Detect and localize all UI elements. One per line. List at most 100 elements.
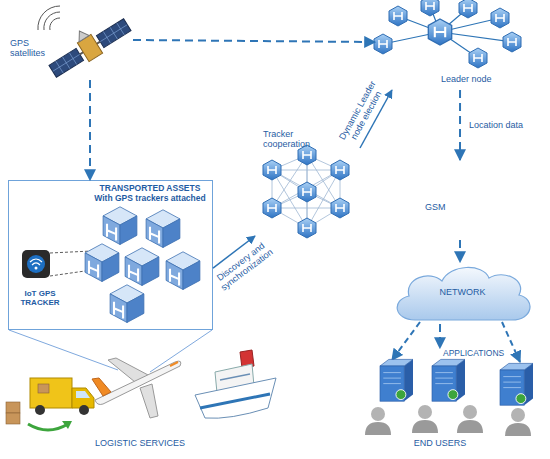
truck-art [72,388,94,408]
end-users [365,407,391,435]
asset-group-box: TRANSPORTED ASSETS With GPS trackers att… [8,180,213,330]
leader-trackers [459,0,477,18]
edge-label: Dynamic Leader node election [335,76,389,151]
gps-satellite [49,48,84,77]
tracker-device-art [35,267,38,270]
application-servers: APPLICATIONS [355,348,545,403]
ship-art [200,394,270,408]
truck-art [62,421,72,429]
end-users [412,405,438,433]
callout-lines [9,330,212,372]
asset-cubes [146,210,180,248]
dashed-arrow [459,240,461,262]
leader-trackers [469,48,487,68]
tracker-device-art [22,250,92,278]
gsm-tower: GSM [425,160,495,240]
truck-art [6,402,20,413]
asset-cubes [166,252,200,290]
gps-satellite [42,8,133,81]
node-label: NETWORK [390,287,535,297]
node-label: IoT GPS TRACKER [14,289,66,307]
truck-art [30,378,72,408]
caption-label: LOGISTIC SERVICES [70,438,210,448]
signal-arcs [38,6,60,30]
leader-cluster: Leader node [375,0,525,90]
leader-trackers [374,34,392,54]
leader-links [383,6,512,58]
gps-satellite [49,48,84,77]
dashed-arrow [439,324,441,348]
side-arrows [392,322,420,360]
leader-trackers [491,8,509,28]
plane-art [140,384,158,418]
plane-art [95,361,181,404]
tracker-device-art [22,250,50,278]
tracker-device-art [30,259,42,265]
signal-arcs [38,6,60,30]
mesh-trackers [263,160,281,180]
node-label: APPLICATIONS [443,349,543,359]
servers [380,359,413,401]
ship-art [220,374,250,380]
asset-cubes [85,244,119,282]
node-label: GSM [425,202,455,212]
node-label: Tracker cooperation [263,129,323,150]
leader-trackers [389,6,407,26]
gps-satellite [96,19,131,48]
mesh-trackers [298,218,316,238]
ship-art [195,378,276,418]
dashed-arrow [133,40,375,42]
end-users [505,408,531,436]
gps-satellite [74,28,89,42]
node-label: GPS satellites [10,38,56,59]
asset-cubes [85,207,200,323]
plane-art [92,358,181,418]
asset-cubes [103,207,137,245]
mesh-trackers [263,145,349,238]
servers [432,359,465,401]
plane-art [92,378,111,396]
mesh-trackers [298,182,316,202]
truck-art [79,405,89,415]
end-users [365,405,531,436]
leader-trackers [428,19,451,45]
plane-art [170,362,178,366]
dashed-arrow [459,90,461,160]
servers [500,363,533,405]
tracker-device: IoT GPS TRACKER [14,245,66,315]
tracker-device-art [27,255,45,273]
callout-lines [9,330,212,372]
asset-cubes [125,248,159,286]
ship-art [195,350,276,418]
leader-trackers [503,32,521,52]
asset-cubes [110,285,144,323]
side-arrows [502,322,520,362]
mesh-trackers [331,198,349,218]
end-users [457,405,483,433]
truck-art [38,384,49,393]
truck-art [76,391,90,398]
leader-links [383,6,512,58]
dashed-arrow [89,80,91,180]
truck-art [6,413,20,424]
truck-art [28,424,68,430]
servers [380,359,533,405]
edge-label: Location data [460,120,532,130]
truck-art [35,405,45,415]
caption-label: END USERS [390,438,490,448]
network-cloud: NETWORK [390,262,535,324]
leader-trackers [421,0,439,16]
node-label: Leader node [441,74,525,84]
satellite-node: GPS satellites [8,8,133,80]
signal-arcs [50,18,60,30]
mesh-cluster: Tracker cooperation [255,125,360,240]
edge-label: Discovery and synchronization [207,234,282,297]
mesh-trackers [263,198,281,218]
signal-arcs [44,12,60,30]
leader-trackers [374,0,521,68]
mesh-trackers [331,160,349,180]
mesh-links [272,155,340,228]
